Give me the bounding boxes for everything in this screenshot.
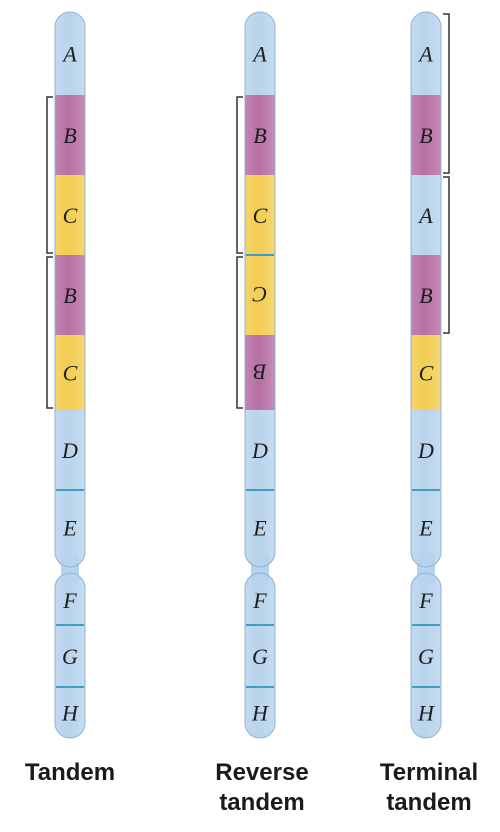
segment-label-e: E [62,516,77,541]
segment-label-f: F [62,588,77,613]
duplication-bracket [237,97,243,253]
chromosome-reverse-tandem: A B C C B D E F G H [237,12,275,738]
segment-label-e: E [418,516,433,541]
segment-label-a: A [61,42,77,67]
segment-label-h: H [61,701,79,726]
duplication-bracket [47,257,53,408]
label-reverse-tandem-line-2: tandem [182,788,342,818]
segment-label-f: F [418,588,433,613]
segment-label-b: B [63,123,76,148]
segment-label-a: A [251,42,267,67]
segment-label-h: H [417,701,435,726]
chromosome-tandem: A B C B C D E F G H [47,12,85,738]
label-terminal-tandem: Terminal tandem [349,758,500,818]
segment-label-a: A [417,203,433,228]
segment-label-a: A [417,42,433,67]
segment-label-d: D [251,438,268,463]
segment-label-b: B [253,360,266,385]
segment-label-c: C [252,282,267,307]
segment-label-g: G [252,644,268,669]
segment-label-b: B [419,123,432,148]
segment-label-b: B [63,283,76,308]
segment-label-c: C [63,361,78,386]
segment-label-d: D [417,438,434,463]
segment-label-g: G [62,644,78,669]
chromosome-terminal-tandem: A B A B C D E F G H [411,12,449,738]
segment-label-g: G [418,644,434,669]
segment-label-h: H [251,701,269,726]
segment-label-c: C [253,203,268,228]
segment-label-b: B [253,123,266,148]
label-reverse-tandem-line-1: Reverse [182,758,342,788]
segment-label-b: B [419,283,432,308]
segment-label-e: E [252,516,267,541]
duplication-bracket [47,97,53,253]
label-tandem-line-1: Tandem [0,758,150,788]
duplication-bracket [443,14,449,173]
segment-label-d: D [61,438,78,463]
duplication-bracket [443,177,449,333]
segment-label-f: F [252,588,267,613]
segment-label-c: C [63,203,78,228]
label-reverse-tandem: Reverse tandem [182,758,342,818]
segment-label-c: C [419,361,434,386]
label-terminal-tandem-line-1: Terminal [349,758,500,788]
label-tandem: Tandem [0,758,150,788]
label-terminal-tandem-line-2: tandem [349,788,500,818]
duplication-bracket [237,257,243,408]
